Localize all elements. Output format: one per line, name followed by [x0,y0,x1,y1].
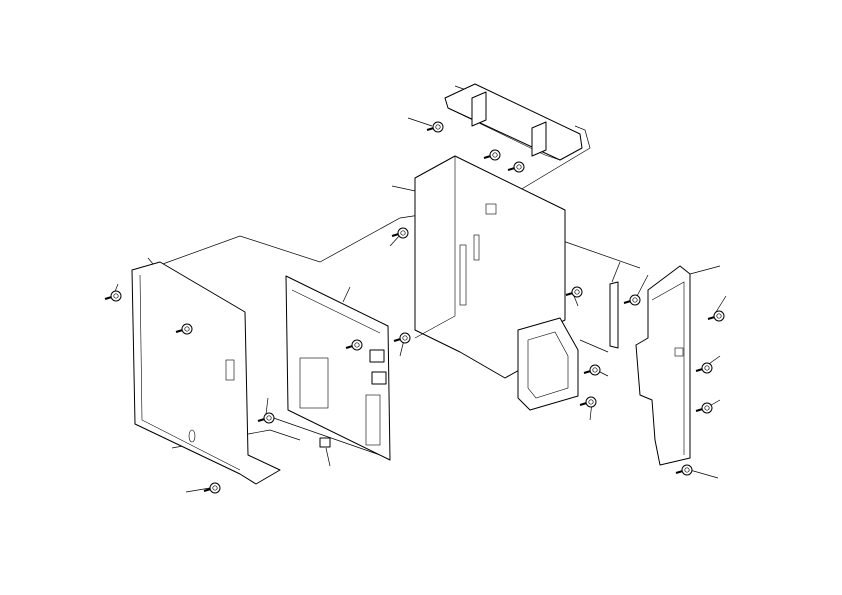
top-bracket [444,83,583,161]
screw-icon [707,310,725,322]
screw-icon [483,149,501,161]
screws [104,121,725,494]
screw-icon [175,323,193,335]
right-bracket [635,265,691,466]
screw-icon [104,290,122,302]
circuit-board [285,275,391,461]
screw-icon [565,286,583,298]
screw-icon [257,412,275,424]
screw-icon [203,482,221,494]
screw-icon [393,332,411,344]
screw-icon [345,339,363,351]
screw-icon [695,402,713,414]
screw-icon [675,464,693,476]
screw-icon [507,161,525,173]
screw-icon [426,121,444,133]
small-bracket [609,281,619,349]
screw-icon [391,227,409,239]
main-chassis [414,155,579,411]
screw-icon [583,364,601,376]
left-cover [131,261,281,485]
screw-icon [623,294,641,306]
screw-icon [579,396,597,408]
screw-icon [695,362,713,374]
